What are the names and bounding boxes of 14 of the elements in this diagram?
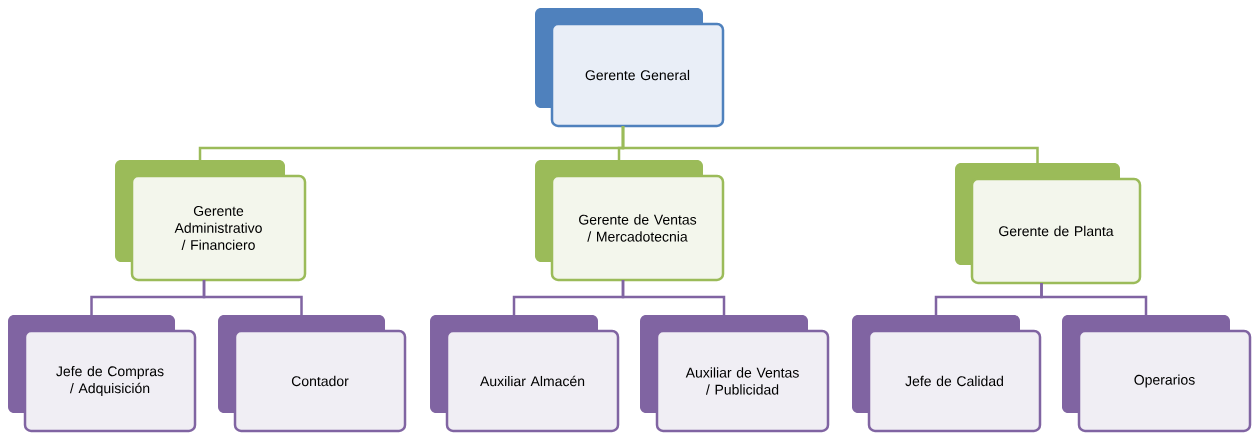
org-chart-card: Jefe de Calidad [852,315,1042,433]
org-chart-card: Auxiliar Almacén [430,315,620,433]
org-chart-card: Gerente de Ventas / Mercadotecnia [535,160,725,282]
connector-line [1040,283,1148,315]
org-chart-card: Gerente de Planta [955,163,1142,285]
connector-line [621,126,1039,163]
org-chart-card: Gerente General [535,8,725,128]
connector-line [202,280,303,315]
connector-line [621,280,726,315]
org-chart-card: Jefe de Compras / Adquisición [8,315,197,433]
org-chart-card: Operarios [1062,315,1252,433]
org-chart-card: Gerente Administrativo / Financiero [115,160,307,282]
org-chart-card: Contador [218,315,407,433]
org-chart-card: Auxiliar de Ventas / Publicidad [640,315,830,433]
